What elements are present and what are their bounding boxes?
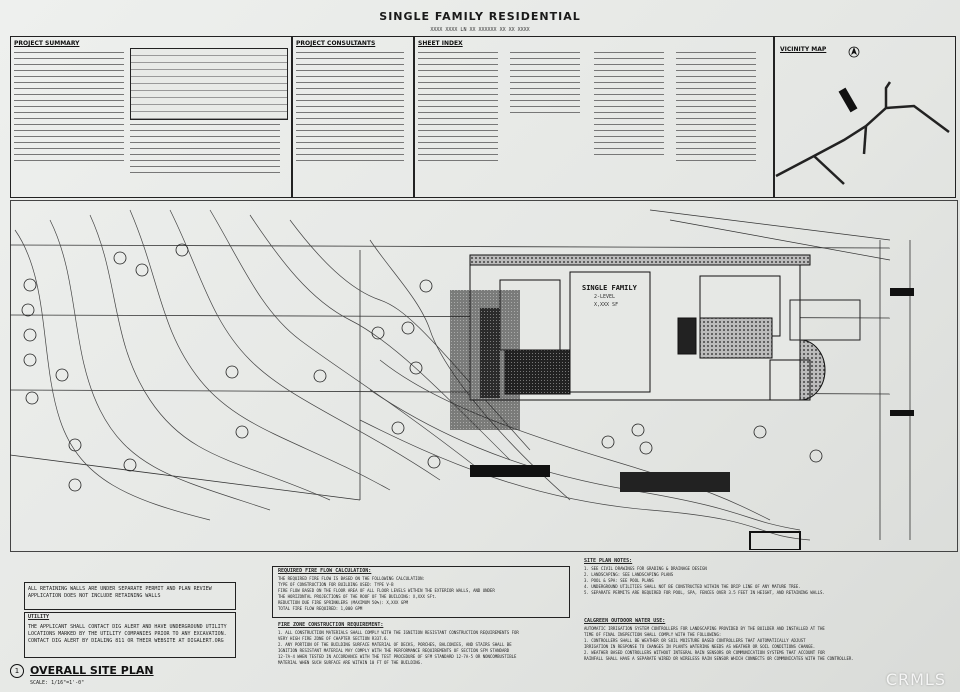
contour-lines: [14, 209, 811, 541]
calgreen-body: AUTOMATIC IRRIGATION SYSTEM CONTROLLERS …: [584, 626, 854, 661]
site-plan-frame: [10, 200, 958, 552]
house-sublabel: 2-LEVEL: [594, 294, 616, 300]
site-plan-notes-body: 1. SEE CIVIL DRAWINGS FOR GRADING & DRAI…: [584, 566, 825, 595]
front-walk: [789, 299, 861, 341]
project-summary-lines: [14, 52, 124, 166]
sheet-index-col-1: [418, 52, 498, 166]
sheet-index-col-2: [510, 52, 580, 118]
crmls-watermark: CRMLS: [885, 670, 946, 689]
road-map: [775, 81, 950, 185]
sheet-index-col-4: [676, 52, 756, 166]
calgreen-title: CALGREEN OUTDOOR WATER USE:: [584, 618, 666, 624]
driveway-arrow-2: [890, 410, 914, 416]
sheet-index-box: [414, 36, 774, 198]
house-label: SINGLE FAMILY: [582, 284, 637, 292]
project-summary-header: PROJECT SUMMARY: [14, 40, 80, 47]
house-footprint: [469, 254, 826, 401]
driveway-label-bar: [470, 465, 550, 477]
equipment-pad: [620, 472, 730, 492]
fire-zone-title: FIRE ZONE CONSTRUCTION REQUIREMENT:: [278, 622, 384, 628]
tree-symbols: [21, 243, 823, 492]
plan-scale: SCALE: 1/16"=1'-0": [30, 680, 85, 686]
fire-zone-body: 1. ALL CONSTRUCTION MATERIALS SHALL COMP…: [278, 630, 519, 665]
utility-note-box: [24, 612, 236, 658]
overall-site-plan-title: OVERALL SITE PLAN: [30, 664, 154, 677]
sheet-index-col-3: [594, 52, 664, 160]
sheet-subtitle: XXXX XXXX LN XX XXXXXX XX XX XXXX: [430, 27, 530, 33]
site-marker: [838, 87, 858, 113]
north-arrow-icon: [848, 46, 860, 58]
project-summary-box: [10, 36, 292, 198]
project-consultants-header: PROJECT CONSULTANTS: [296, 40, 376, 47]
fire-flow-box: [272, 566, 570, 618]
consultant-lines: [296, 52, 404, 166]
garage-door-detail: [749, 531, 801, 550]
site-plan-drawing: [10, 209, 914, 550]
utility-note-body: THE APPLICANT SHALL CONTACT DIG ALERT AN…: [28, 624, 227, 644]
vicinity-map-box: [774, 36, 956, 198]
fire-flow-body: THE REQUIRED FIRE FLOW IS BASED ON THE F…: [278, 576, 495, 611]
site-plan-notes-title: SITE PLAN NOTES:: [584, 558, 633, 564]
fire-flow-title: REQUIRED FIRE FLOW CALCULATION:: [278, 568, 372, 574]
project-consultants-box: [292, 36, 414, 198]
sheet-title: SINGLE FAMILY RESIDENTIAL: [379, 10, 581, 23]
retaining-wall-note: ALL RETAINING WALLS ARE UNDER SEPARATE P…: [28, 586, 212, 599]
sheet-index-header: SHEET INDEX: [418, 40, 463, 47]
pool-shape: [480, 308, 500, 398]
setback-lines: [130, 124, 280, 178]
house-area: X,XXX SF: [594, 302, 619, 308]
vicinity-map: [775, 46, 950, 185]
utility-note-title: UTILITY: [28, 614, 50, 620]
vicinity-map-header: VICINITY MAP: [780, 46, 827, 53]
driveway-arrow-1: [890, 288, 914, 296]
plan-number-bubble: 1: [10, 664, 24, 678]
area-table: [130, 48, 288, 120]
section-cut-line: [649, 209, 891, 241]
retaining-wall-note-box: [24, 582, 236, 610]
